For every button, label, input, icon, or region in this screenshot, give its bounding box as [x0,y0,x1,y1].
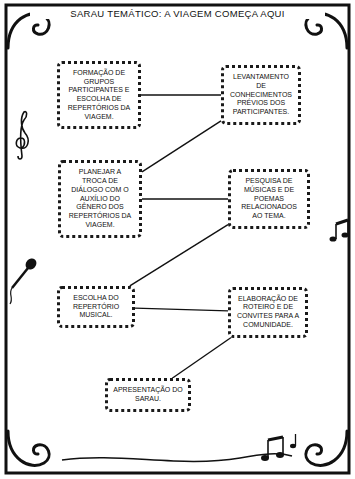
connector-line [172,338,231,379]
frame-border [6,5,349,473]
box-text: APRESENTAÇÃO DO SARAU. [113,386,183,404]
bottom-flourish [62,454,292,462]
box-text: ESCOLHA DO REPERTÓRIO MUSICAL. [65,294,127,320]
music-notes-bottom [261,434,296,461]
connector-line [141,94,221,95]
process-box: PESQUISA DE MÚSICAS E DE POEMAS RELACION… [228,169,310,229]
process-box: LEVANTAMENTO DE CONHECIMENTOS PRÉVIOS DO… [221,65,301,125]
process-box: APRESENTAÇÃO DO SARAU. [105,378,191,412]
process-box: FORMAÇÃO DE GRUPOS PARTICIPANTES E ESCOL… [57,61,141,130]
box-text: ELABORAÇÃO DE ROTEIRO E DE CONVITES PARA… [236,295,300,330]
process-box: PLANEJAR A TROCA DE DIÁLOGO COM O AUXÍLI… [58,160,142,237]
music-notes [330,220,349,242]
box-text: LEVANTAMENTO DE CONHECIMENTOS PRÉVIOS DO… [229,73,293,117]
box-text: FORMAÇÃO DE GRUPOS PARTICIPANTES E ESCOL… [65,69,133,122]
connector-line [142,198,228,199]
title: SARAU TEMÁTICO: A VIAGEM COMEÇA AQUI [30,8,325,19]
connector-line [142,121,221,172]
treble-clef [16,112,28,159]
microphone [10,256,39,304]
process-box: ESCOLHA DO REPERTÓRIO MUSICAL. [57,286,135,328]
connector-line [135,308,228,311]
connector-line [130,225,228,286]
process-box: ELABORAÇÃO DE ROTEIRO E DE CONVITES PARA… [228,287,308,338]
box-text: PLANEJAR A TROCA DE DIÁLOGO COM O AUXÍLI… [66,168,134,229]
box-text: PESQUISA DE MÚSICAS E DE POEMAS RELACION… [236,177,302,221]
corner-curls [8,14,347,466]
